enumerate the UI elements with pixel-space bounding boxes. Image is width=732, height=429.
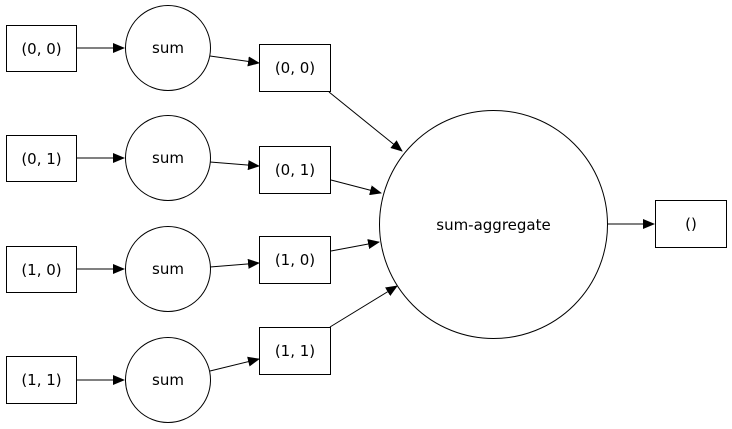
edge-intermediate-10-to-aggregate [330,239,380,252]
edge-intermediate-01-to-aggregate [330,179,382,196]
edge-sum-to-intermediate-00 [209,55,260,67]
edge-intermediate-11-to-aggregate [329,285,398,328]
input-node-01: (0, 1) [6,135,77,182]
edge-sum-to-intermediate-11 [209,356,260,372]
sum-node-11: sum [125,337,211,423]
input-node-00: (0, 0) [6,25,77,72]
sum-aggregate-node: sum-aggregate [379,110,608,339]
sum-node-00: sum [125,5,211,91]
output-node: () [655,200,727,248]
edge-sum-to-intermediate-01 [209,160,260,171]
intermediate-node-01: (0, 1) [259,146,331,194]
edge-sum-to-intermediate-10 [209,258,260,269]
input-node-10: (1, 0) [6,246,77,293]
input-node-11: (1, 1) [6,356,77,404]
intermediate-node-10: (1, 0) [259,236,331,284]
intermediate-node-00: (0, 0) [259,44,331,92]
edge-intermediate-00-to-aggregate [328,91,403,152]
sum-node-01: sum [125,115,211,201]
sum-node-10: sum [125,226,211,312]
intermediate-node-11: (1, 1) [259,327,331,375]
